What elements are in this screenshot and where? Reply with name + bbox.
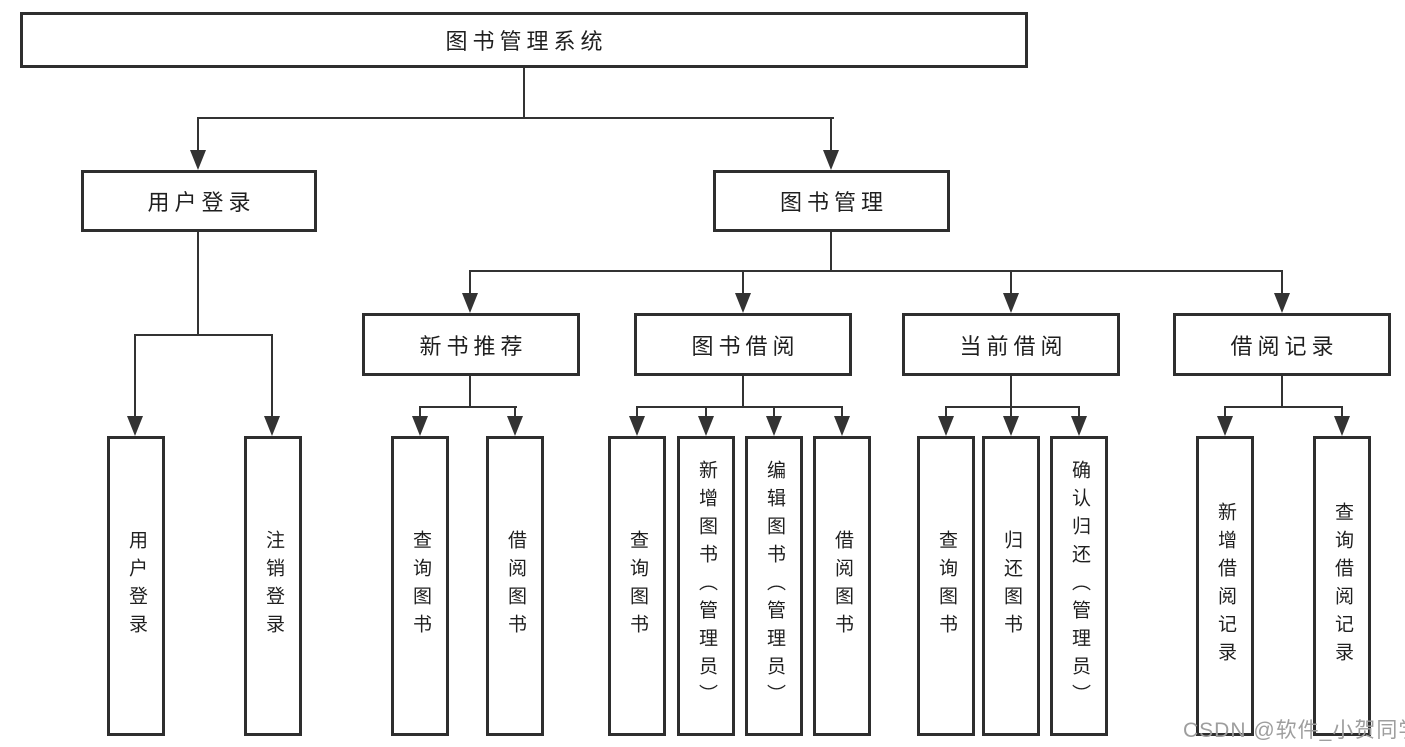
connector-line [134, 334, 273, 336]
leaf-user-login-label: 用户登录 [126, 530, 147, 642]
connector-line [1010, 270, 1012, 294]
leaf-borrow-add-book-admin-label: 新增图书（管理员） [696, 460, 717, 712]
node-book-management-label: 图书管理 [779, 190, 888, 215]
arrow-down-icon [1003, 416, 1019, 436]
leaf-borrow-query-book: 查询图书 [608, 436, 666, 736]
leaf-record-add-record-label: 新增借阅记录 [1215, 502, 1236, 670]
arrow-down-icon [1217, 416, 1233, 436]
node-book-borrow: 图书借阅 [634, 313, 852, 376]
connector-line [1281, 376, 1283, 407]
arrow-down-icon [1071, 416, 1087, 436]
arrow-down-icon [698, 416, 714, 436]
arrow-down-icon [629, 416, 645, 436]
arrow-down-icon [462, 293, 478, 313]
connector-line [1078, 406, 1080, 417]
node-new-book-recommend-label: 新书推荐 [419, 333, 528, 359]
connector-line [523, 68, 525, 118]
connector-line [469, 270, 1283, 272]
connector-line [742, 270, 744, 294]
connector-line [830, 232, 832, 272]
node-borrow-record: 借阅记录 [1173, 313, 1391, 376]
node-borrow-record-label: 借阅记录 [1230, 333, 1339, 359]
leaf-recommend-query-book-label: 查询图书 [410, 530, 431, 642]
connector-line [271, 334, 273, 416]
connector-line [945, 406, 947, 417]
node-user-login: 用户登录 [81, 170, 317, 232]
leaf-borrow-query-book-label: 查询图书 [627, 530, 648, 642]
leaf-current-confirm-return-admin-label: 确认归还（管理员） [1069, 460, 1090, 712]
connector-line [419, 406, 421, 417]
connector-line [636, 406, 843, 408]
leaf-recommend-borrow-book: 借阅图书 [486, 436, 544, 736]
arrow-down-icon [834, 416, 850, 436]
arrow-down-icon [735, 293, 751, 313]
node-current-borrow-label: 当前借阅 [959, 333, 1068, 359]
connector-line [469, 270, 471, 294]
connector-line [945, 406, 1080, 408]
connector-line [1010, 376, 1012, 407]
arrow-down-icon [190, 150, 206, 170]
arrow-down-icon [507, 416, 523, 436]
connector-line [773, 406, 775, 417]
leaf-record-query-record: 查询借阅记录 [1313, 436, 1371, 736]
arrow-down-icon [1003, 293, 1019, 313]
leaf-logout-label: 注销登录 [263, 530, 284, 642]
leaf-borrow-edit-book-admin: 编辑图书（管理员） [745, 436, 803, 736]
connector-line [1281, 270, 1283, 294]
connector-line [419, 406, 517, 408]
leaf-borrow-edit-book-admin-label: 编辑图书（管理员） [764, 460, 785, 712]
connector-line [1010, 406, 1012, 417]
connector-line [1224, 406, 1226, 417]
leaf-borrow-add-book-admin: 新增图书（管理员） [677, 436, 735, 736]
leaf-current-query-book: 查询图书 [917, 436, 975, 736]
arrow-down-icon [1334, 416, 1350, 436]
arrow-down-icon [938, 416, 954, 436]
leaf-recommend-query-book: 查询图书 [391, 436, 449, 736]
connector-line [197, 117, 834, 119]
connector-line [841, 406, 843, 417]
connector-line [1341, 406, 1343, 417]
node-user-login-label: 用户登录 [147, 190, 256, 215]
connector-line [134, 334, 136, 416]
node-book-borrow-label: 图书借阅 [691, 333, 800, 359]
leaf-user-login: 用户登录 [107, 436, 165, 736]
leaf-current-return-book-label: 归还图书 [1001, 530, 1022, 642]
arrow-down-icon [127, 416, 143, 436]
leaf-record-add-record: 新增借阅记录 [1196, 436, 1254, 736]
leaf-borrow-borrow-book: 借阅图书 [813, 436, 871, 736]
leaf-logout: 注销登录 [244, 436, 302, 736]
node-root-label: 图书管理系统 [445, 29, 608, 54]
connector-line [742, 376, 744, 407]
node-current-borrow: 当前借阅 [902, 313, 1120, 376]
leaf-current-query-book-label: 查询图书 [936, 530, 957, 642]
arrow-down-icon [823, 150, 839, 170]
leaf-record-query-record-label: 查询借阅记录 [1332, 502, 1353, 670]
leaf-borrow-borrow-book-label: 借阅图书 [832, 530, 853, 642]
arrow-down-icon [766, 416, 782, 436]
connector-line [197, 232, 199, 335]
connector-line [514, 406, 516, 417]
arrow-down-icon [1274, 293, 1290, 313]
connector-line [636, 406, 638, 417]
connector-line [705, 406, 707, 417]
csdn-watermark: CSDN @软件_小贺同学 [1183, 719, 1405, 742]
leaf-current-return-book: 归还图书 [982, 436, 1040, 736]
arrow-down-icon [412, 416, 428, 436]
connector-line [469, 376, 471, 407]
leaf-current-confirm-return-admin: 确认归还（管理员） [1050, 436, 1108, 736]
arrow-down-icon [264, 416, 280, 436]
leaf-recommend-borrow-book-label: 借阅图书 [505, 530, 526, 642]
connector-line [830, 117, 832, 151]
node-new-book-recommend: 新书推荐 [362, 313, 580, 376]
node-book-management: 图书管理 [713, 170, 950, 232]
connector-line [1224, 406, 1343, 408]
node-root: 图书管理系统 [20, 12, 1028, 68]
connector-line [197, 117, 199, 151]
